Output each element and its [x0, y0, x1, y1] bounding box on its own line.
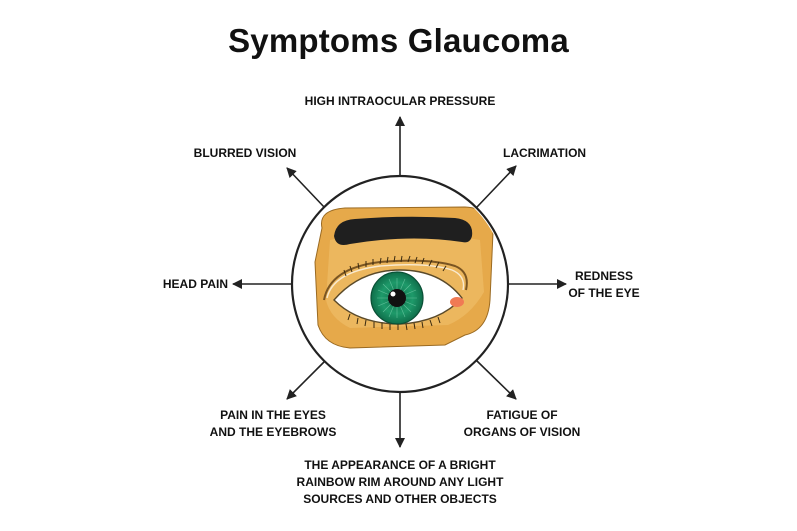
symptom-bottom: THE APPEARANCE OF A BRIGHT RAINBOW RIM A…	[270, 457, 530, 508]
symptom-bottom-left: PAIN IN THE EYES AND THE EYEBROWS	[198, 407, 348, 441]
symptom-top-right: LACRIMATION	[503, 145, 623, 162]
arrow-top-right	[476, 165, 517, 208]
eyebrow	[334, 216, 473, 245]
arrow-bottom-left	[286, 361, 325, 400]
symptom-line: BLURRED VISION	[193, 146, 297, 160]
pupil	[388, 289, 406, 307]
symptom-left: HEAD PAIN	[140, 276, 228, 293]
symptom-line: REDNESS	[574, 269, 633, 283]
caruncle	[450, 297, 464, 307]
lower-lashes	[347, 313, 441, 331]
symptom-line: THE APPEARANCE OF A BRIGHT	[304, 458, 496, 472]
symptom-line: HIGH INTRAOCULAR PRESSURE	[304, 94, 496, 108]
symptom-line: OF THE EYE	[568, 286, 640, 300]
symptom-line: AND THE EYEBROWS	[209, 425, 337, 439]
symptom-line: RAINBOW RIM AROUND ANY LIGHT	[296, 475, 504, 489]
symptom-line: PAIN IN THE EYES	[220, 408, 326, 422]
symptom-right: REDNESS OF THE EYE	[562, 268, 646, 302]
symptom-bottom-right: FATIGUE OF ORGANS OF VISION	[452, 407, 592, 441]
symptom-line: ORGANS OF VISION	[463, 425, 581, 439]
symptom-top-left: BLURRED VISION	[180, 145, 310, 162]
symptom-line: HEAD PAIN	[162, 277, 228, 291]
upper-lashes	[343, 255, 447, 277]
page-title: Symptoms Glaucoma	[228, 22, 569, 59]
symptom-top: HIGH INTRAOCULAR PRESSURE	[280, 93, 520, 110]
symptom-line: SOURCES AND OTHER OBJECTS	[303, 492, 497, 506]
symptom-line: LACRIMATION	[503, 146, 587, 160]
arrow-top-left	[286, 167, 326, 209]
eyelid-crease	[323, 259, 468, 301]
arrow-bottom-right	[476, 360, 517, 400]
symptom-line: FATIGUE OF	[486, 408, 558, 422]
